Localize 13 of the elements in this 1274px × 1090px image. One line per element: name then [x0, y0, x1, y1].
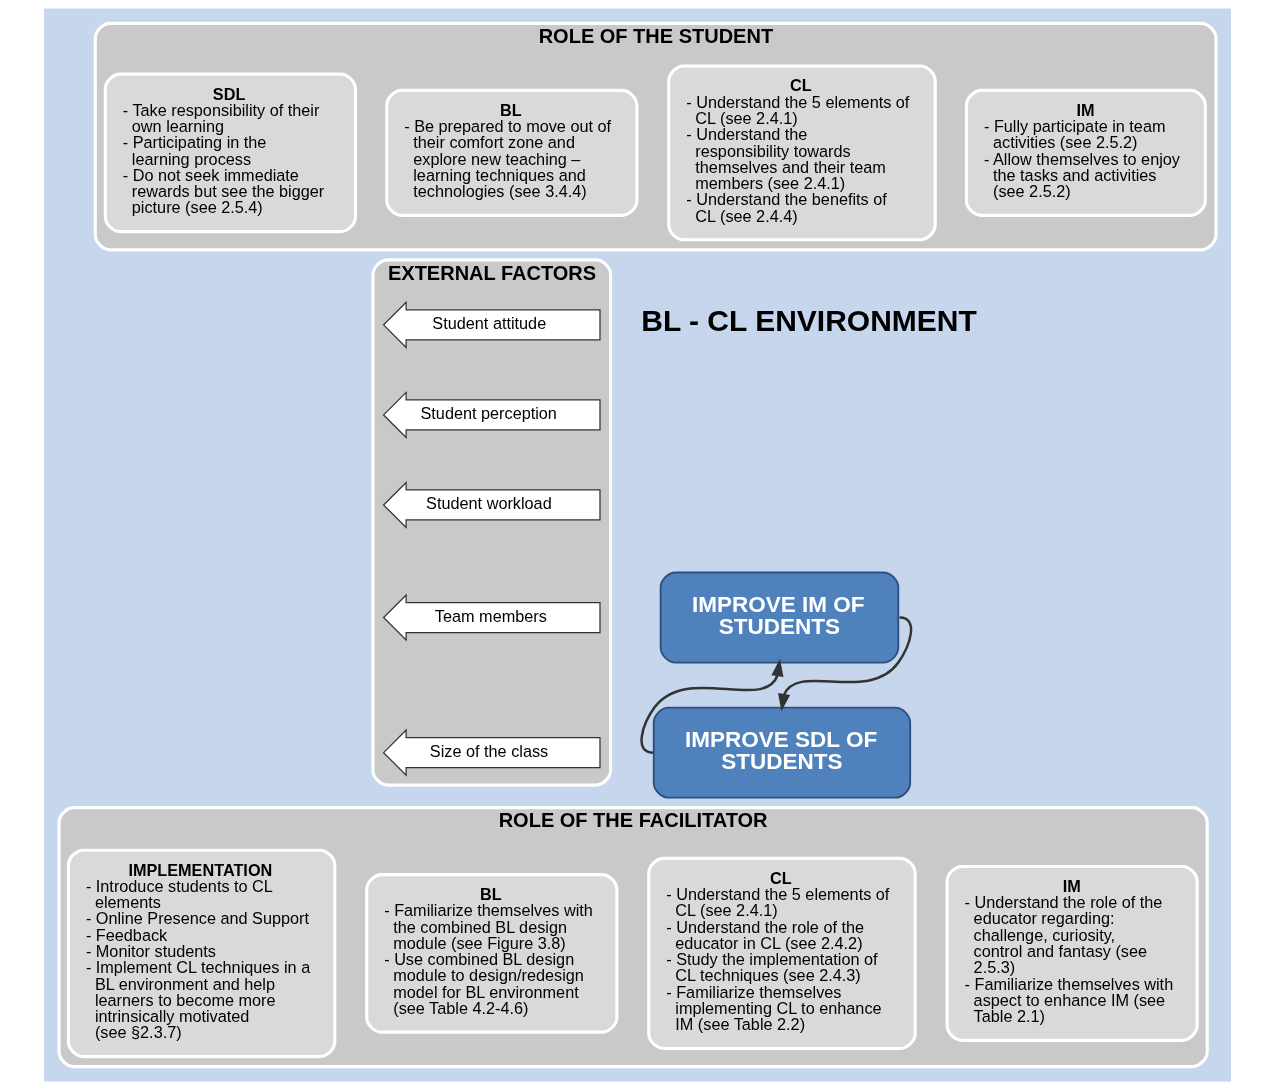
node-box: BL - Familiarize themselves with the combined BL design module (see Figure 3.8) - Use combined BL design module to design/redesign model for BL environment (see Table 4.2-4.6) [364, 873, 618, 1034]
node-box: IM - Fully participate in team activities (see 2.5.2) - Allow themselves to enjoy the tasks and activities (see 2.5.2) [964, 88, 1207, 217]
node-box: SDL - Take responsibility of their own learning - Participating in the learning process - Do not seek immediate rewards but see the bigger picture (see 2.5.4) [103, 72, 357, 234]
arrow [639, 658, 783, 754]
node-box: CL - Understand the 5 elements of CL (see 2.4.1) - Understand the role of the educator in CL (see 2.4.2) - Study the implementation of CL techniques (see 2.4.3) - Familiarize themselves implementing CL to enhance IM (see Table 2.2) [646, 856, 917, 1050]
node-box: IMPROVE SDL OF STUDENTS [652, 706, 911, 799]
label: BL - CL ENVIRONMENT [640, 304, 977, 338]
node-box: IM - Understand the role of the educator regarding: challenge, curiosity, control and fantasy (see 2.5.3) - Familiarize themselves with aspect to enhance IM (see Table 2.1) [945, 864, 1199, 1042]
arrow [777, 616, 912, 712]
node-box: BL - Be prepared to move out of their comfort zone and explore new teaching – learning techniques and technologies (see 3.4.4) [384, 88, 638, 217]
node-box: IMPLEMENTATION - Introduce students to CL elements - Online Presence and Support - Feedback - Monitor students - Implement CL techniques in a BL environment and help learners to become more intrinsically motivated (see §2.3.7) [66, 848, 336, 1059]
node-box: IMPROVE IM OF STUDENTS [659, 571, 899, 664]
node-box: CL - Understand the 5 elements of CL (see 2.4.1) - Understand the responsibility towards themselves and their team members (see 2.4.1) - Understand the benefits of CL (see 2.4.4) [666, 64, 937, 242]
